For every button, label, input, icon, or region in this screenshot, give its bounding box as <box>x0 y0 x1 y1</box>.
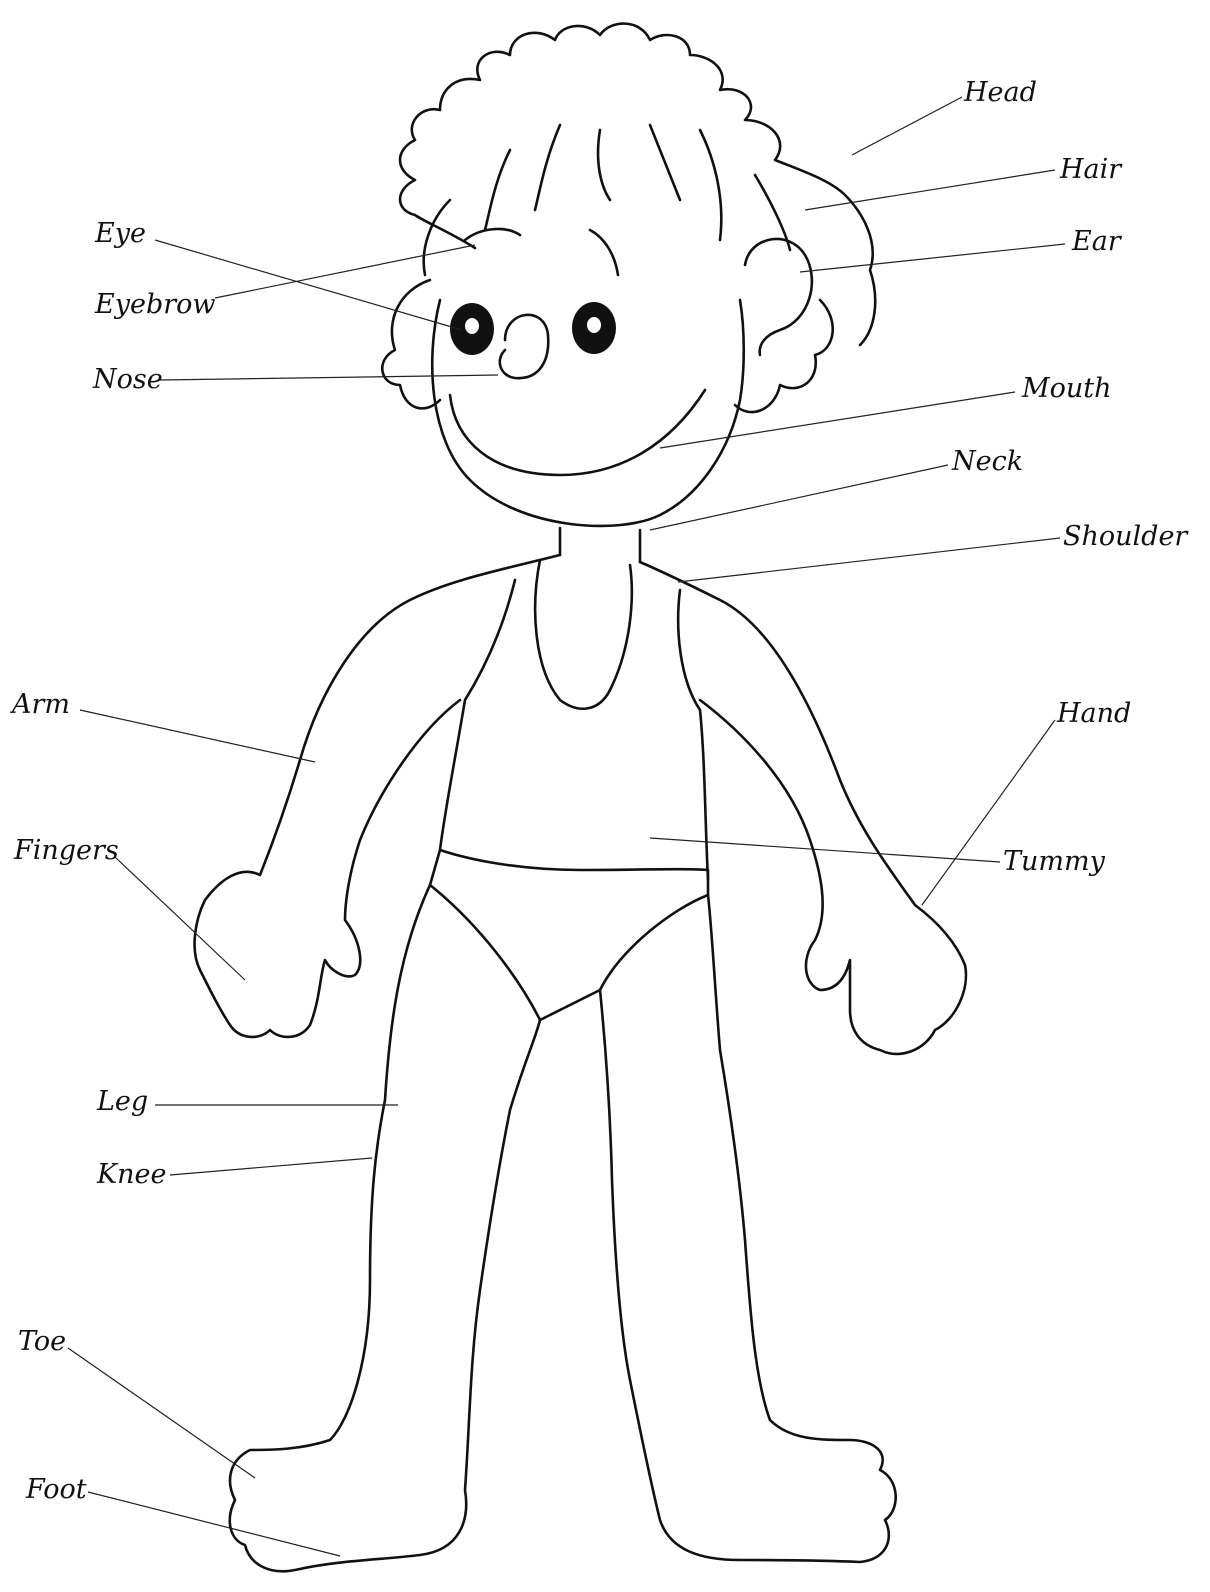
label-shoulder: Shoulder <box>1063 521 1189 552</box>
right-arm-outline <box>640 562 966 1054</box>
part-labels: Head Hair Ear Eye Eyebrow Nose Mouth Nec… <box>9 77 1189 1505</box>
label-arm: Arm <box>9 689 70 720</box>
label-eyebrow: Eyebrow <box>94 289 216 320</box>
briefs-outline <box>430 850 708 1020</box>
label-hand: Hand <box>1056 698 1131 729</box>
label-leg: Leg <box>96 1086 148 1117</box>
label-foot: Foot <box>25 1474 87 1505</box>
mouth-shape <box>450 390 705 475</box>
ear-outline <box>745 239 812 355</box>
label-head: Head <box>963 77 1037 108</box>
eyebrow-shape <box>465 229 520 240</box>
label-neck: Neck <box>951 446 1023 477</box>
tank-top-outline <box>535 560 632 709</box>
right-leg-outline <box>600 895 896 1562</box>
label-ear: Ear <box>1071 226 1123 257</box>
label-tummy: Tummy <box>1003 846 1106 877</box>
leader-lines <box>68 97 1065 1556</box>
label-fingers: Fingers <box>13 835 119 866</box>
eye-right <box>572 302 616 354</box>
label-mouth: Mouth <box>1021 373 1112 404</box>
hair-outline <box>400 24 875 345</box>
label-nose: Nose <box>92 364 163 395</box>
nose-shape <box>500 315 548 378</box>
label-knee: Knee <box>96 1159 167 1190</box>
label-hair: Hair <box>1059 154 1123 185</box>
child-figure <box>195 24 966 1572</box>
left-leg-outline <box>230 885 540 1571</box>
label-toe: Toe <box>18 1326 66 1357</box>
label-eye: Eye <box>94 218 146 249</box>
